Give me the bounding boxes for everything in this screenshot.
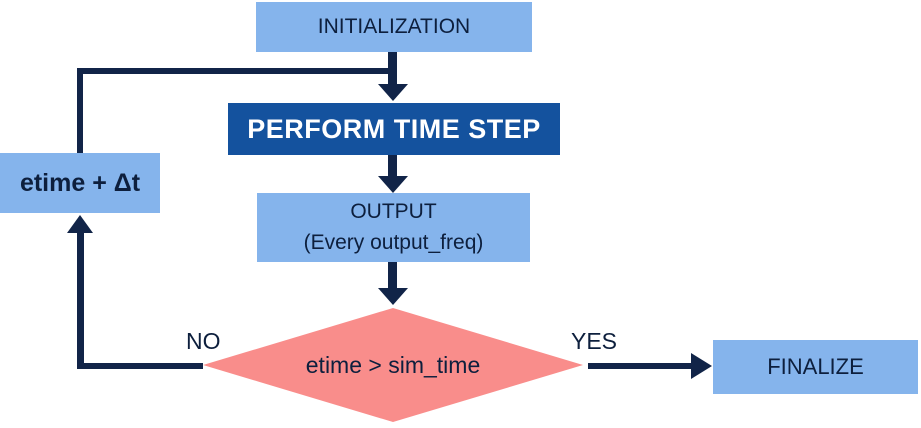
loop-line-top [77, 68, 397, 74]
arrow-down-icon [378, 288, 408, 305]
arrow-perform-to-output-stem [388, 155, 397, 177]
yes-branch-line [588, 363, 692, 369]
arrow-init-to-perform-stem [388, 52, 397, 85]
node-initialization: INITIALIZATION [256, 2, 532, 52]
node-output-label: OUTPUT [350, 200, 437, 224]
node-output: OUTPUT (Every output_freq) [257, 193, 530, 262]
edge-label-yes: YES [571, 328, 618, 354]
arrow-right-icon [691, 353, 712, 379]
arrow-up-icon [67, 215, 93, 233]
arrow-output-to-decision-stem [388, 262, 397, 289]
no-branch-line [77, 363, 203, 369]
node-initialization-label: INITIALIZATION [317, 15, 471, 38]
node-finalize-label: FINALIZE [767, 354, 864, 379]
node-output-sublabel: (Every output_freq) [303, 230, 484, 254]
node-perform-time-step: PERFORM TIME STEP [228, 103, 560, 155]
node-decision-label: etime > sim_time [305, 351, 481, 378]
edge-label-no: NO [186, 328, 221, 354]
no-branch-stem [77, 233, 84, 369]
node-decision: etime > sim_time [203, 308, 583, 422]
loop-line-left-upper [77, 68, 83, 153]
node-finalize: FINALIZE [713, 340, 918, 394]
node-etime-increment: etime + Δt [0, 153, 160, 213]
arrow-down-icon [378, 176, 408, 193]
node-etime-increment-label: etime + Δt [19, 168, 141, 197]
arrow-down-icon [378, 84, 408, 101]
node-perform-time-step-label: PERFORM TIME STEP [247, 113, 541, 144]
